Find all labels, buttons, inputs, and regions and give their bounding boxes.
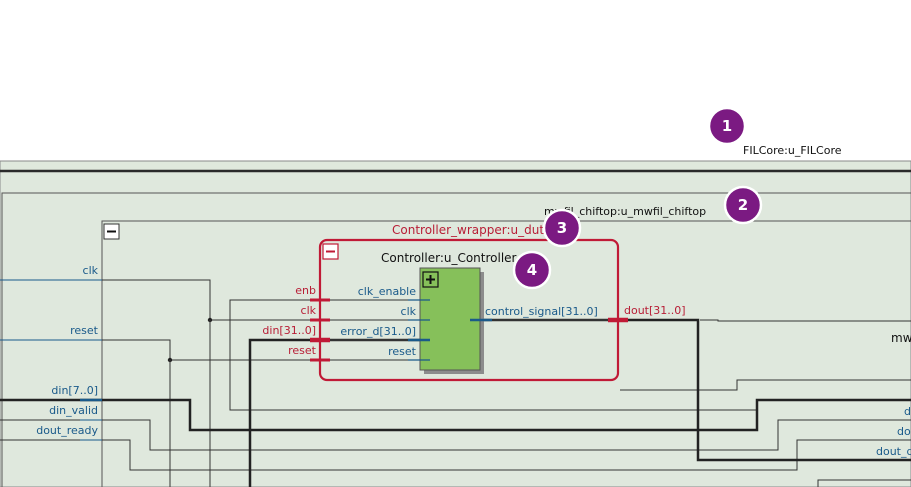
controller-port-reset: reset: [388, 345, 417, 358]
controller-expand-button[interactable]: [422, 271, 439, 288]
wrapper-port-reset: reset: [288, 344, 317, 357]
svg-text:2: 2: [738, 196, 748, 214]
chiftop-port-dout-ready: dout_ready: [36, 424, 98, 437]
badge-3: 3: [542, 208, 582, 248]
wrapper-port-din: din[31..0]: [262, 324, 316, 337]
chiftop-collapse-button[interactable]: [103, 223, 120, 240]
svg-text:4: 4: [527, 261, 537, 279]
chiftop-port-din: din[7..0]: [51, 384, 98, 397]
controller-port-control-signal: control_signal[31..0]: [485, 305, 598, 318]
badge-2: 2: [723, 185, 763, 225]
wrapper-border: [318, 238, 620, 382]
buses: [0, 318, 911, 487]
badge-4: 4: [512, 250, 552, 290]
chiftop-port-reset: reset: [70, 324, 99, 337]
controller-wrapper-block[interactable]: Controller_wrapper:u_dut enb clk din[31.…: [262, 223, 686, 382]
controller-port-stubs: [408, 299, 492, 361]
controller-port-clk-enable: clk_enable: [358, 285, 416, 298]
chiftop-block: mwfil_chiftop:u_mwfil_chiftop: [1, 192, 911, 487]
controller-block[interactable]: Controller:u_Controller clk_enable clk e…: [340, 251, 598, 374]
wrapper-title: Controller_wrapper:u_dut: [392, 223, 544, 237]
right-port-do: do: [897, 425, 911, 438]
wrapper-internal-wires: [330, 299, 608, 361]
mw-label: mw: [891, 331, 911, 345]
right-port-dout-do: dout_do: [876, 445, 911, 458]
filcore-title: FILCore:u_FILCore: [743, 144, 842, 157]
chiftop-port-clk: clk: [83, 264, 99, 277]
chiftop-title: mwfil_chiftop:u_mwfil_chiftop: [544, 205, 706, 218]
chiftop-input-ports: clk reset din[7..0] din_valid dout_ready: [0, 264, 102, 441]
chiftop-inner-border: [101, 220, 911, 487]
wrapper-port-dout: dout[31..0]: [624, 304, 686, 317]
controller-port-clk: clk: [401, 305, 417, 318]
wrapper-port-stubs: [310, 298, 628, 362]
controller-title: Controller:u_Controller: [381, 251, 517, 265]
svg-text:3: 3: [557, 219, 567, 237]
right-port-d: d: [904, 405, 911, 418]
controller-port-error-d: error_d[31..0]: [340, 325, 416, 338]
chiftop-port-din-valid: din_valid: [49, 404, 98, 417]
wrapper-collapse-button[interactable]: [322, 243, 339, 260]
svg-text:1: 1: [722, 117, 732, 135]
wrapper-port-clk: clk: [301, 304, 317, 317]
badge-1: 1: [707, 106, 747, 146]
wrapper-port-enb: enb: [295, 284, 316, 297]
chiftop-right-labels: mw d do dout_do: [876, 331, 911, 458]
chiftop-border: [1, 192, 911, 487]
